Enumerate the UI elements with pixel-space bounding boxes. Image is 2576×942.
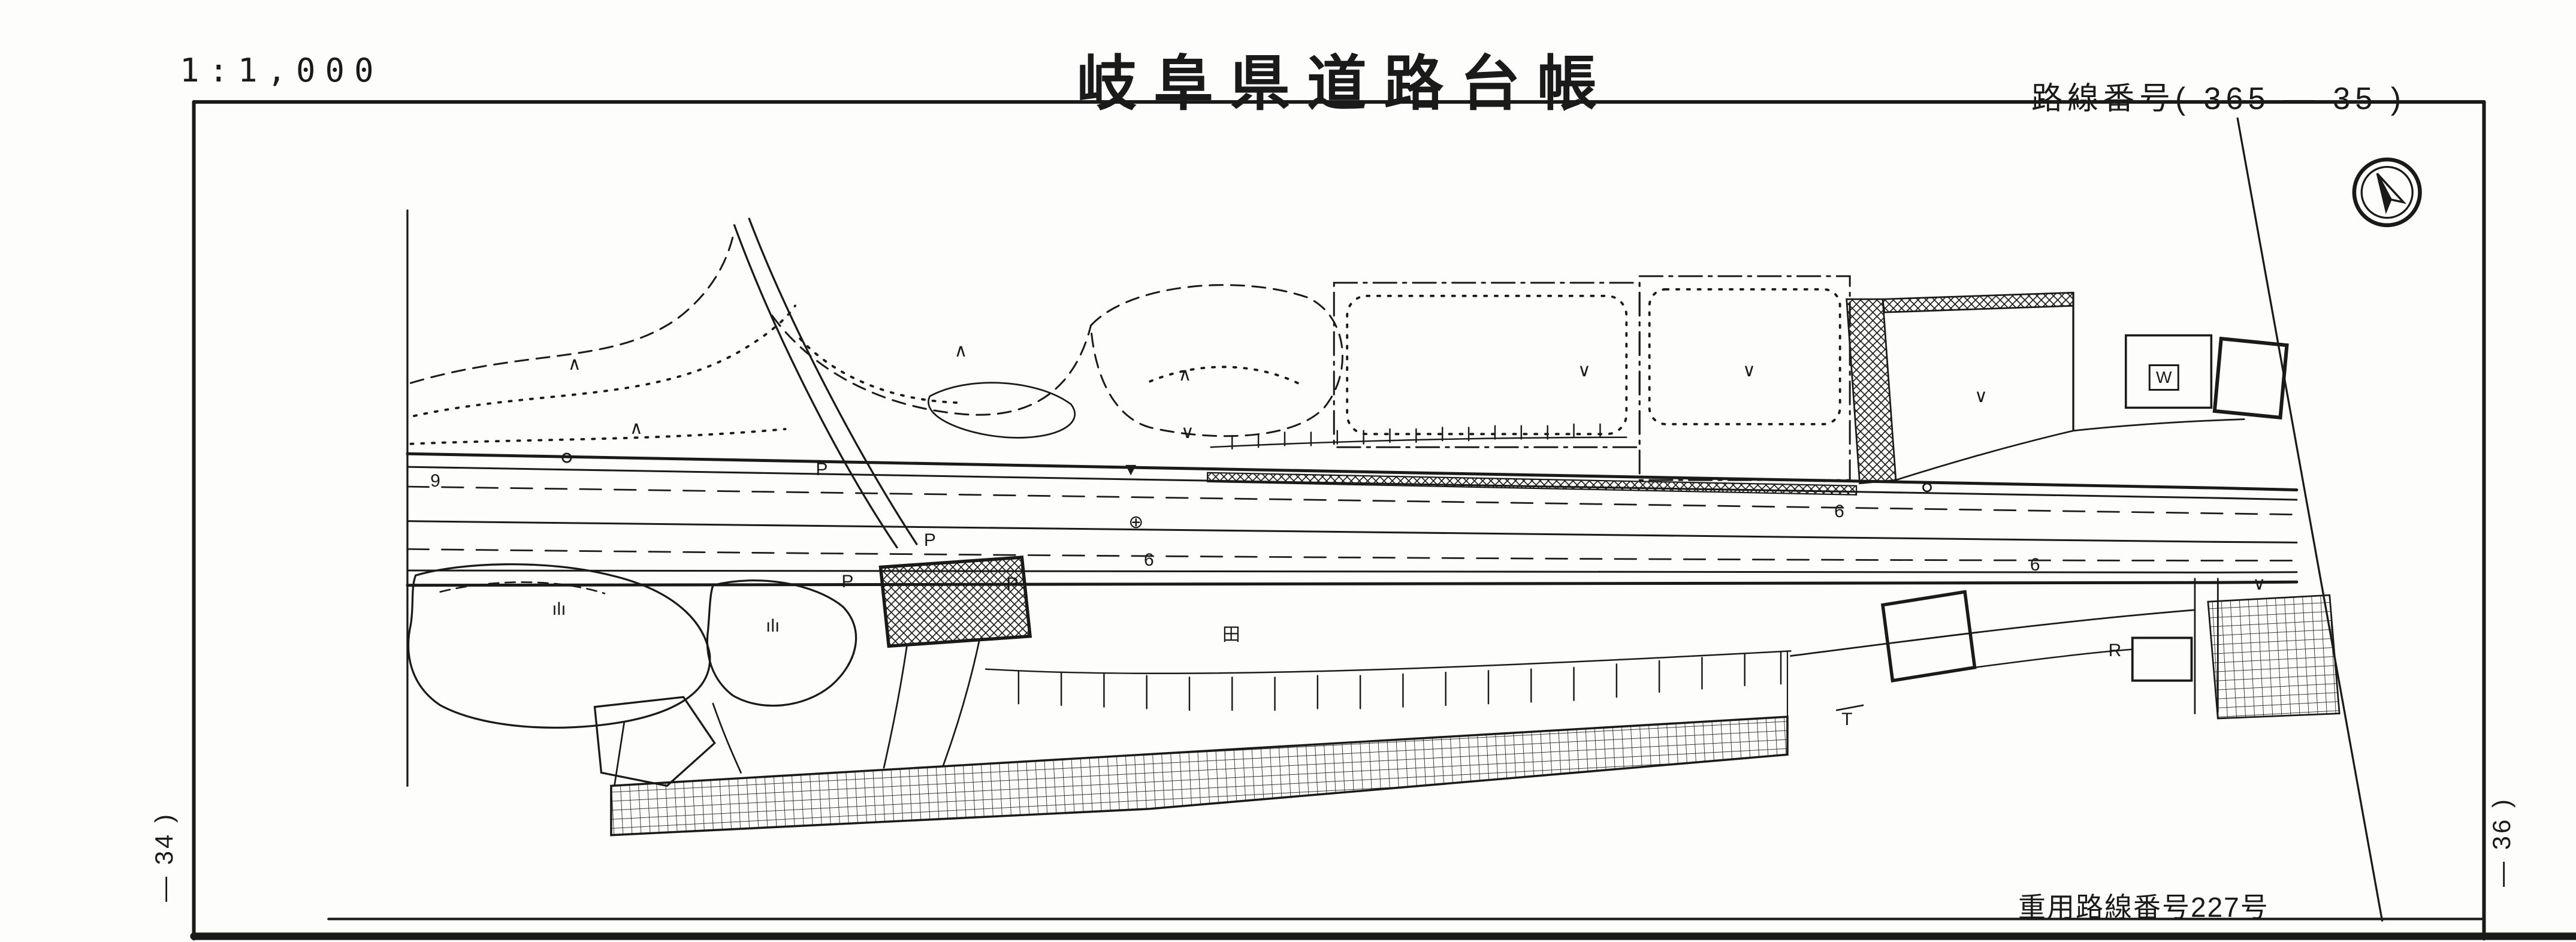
- road-edge-bottom: [406, 580, 2299, 590]
- fence-posts-lower: [1017, 651, 1782, 711]
- match-line-right: [2236, 117, 2384, 922]
- survey-point: [561, 452, 572, 463]
- fence-posts-upper: [1231, 423, 1601, 450]
- building: [1880, 590, 1977, 683]
- hatched-slope: [1846, 298, 1897, 485]
- terrain-upper: [409, 229, 1343, 445]
- stream: [733, 218, 1032, 769]
- page-title: 岐阜県道路台帳: [1077, 50, 1614, 117]
- buildings-north: [2124, 334, 2289, 420]
- survey-point: [1922, 482, 1932, 493]
- map-linework: [190, 100, 2576, 941]
- adjacent-sheet-right: — 36 ): [2487, 796, 2515, 887]
- hatched-strip: [610, 715, 1789, 837]
- sheet-frame: [190, 100, 2576, 941]
- route-number: 路線番号( 365 — 35 ): [2031, 81, 2406, 116]
- south-side: [610, 578, 2341, 837]
- north-arrow-icon: [2352, 157, 2422, 228]
- parcels-north: [1333, 275, 2245, 485]
- road-centerline: [406, 520, 2298, 544]
- road: [406, 423, 2299, 590]
- bridge: [878, 555, 1032, 648]
- overlap-route-note: 重用路線番号227号: [2018, 892, 2269, 923]
- hatched-lot: [2207, 594, 2341, 720]
- map-scale: 1:1,000: [180, 52, 383, 89]
- building: [2124, 334, 2213, 409]
- building: [2131, 636, 2193, 682]
- parcel: [593, 696, 716, 787]
- building: [2212, 336, 2289, 420]
- adjacent-sheet-left: — 34 ): [150, 811, 178, 902]
- terrain-lower-left: [407, 563, 857, 787]
- retaining-wall: [1207, 472, 1858, 496]
